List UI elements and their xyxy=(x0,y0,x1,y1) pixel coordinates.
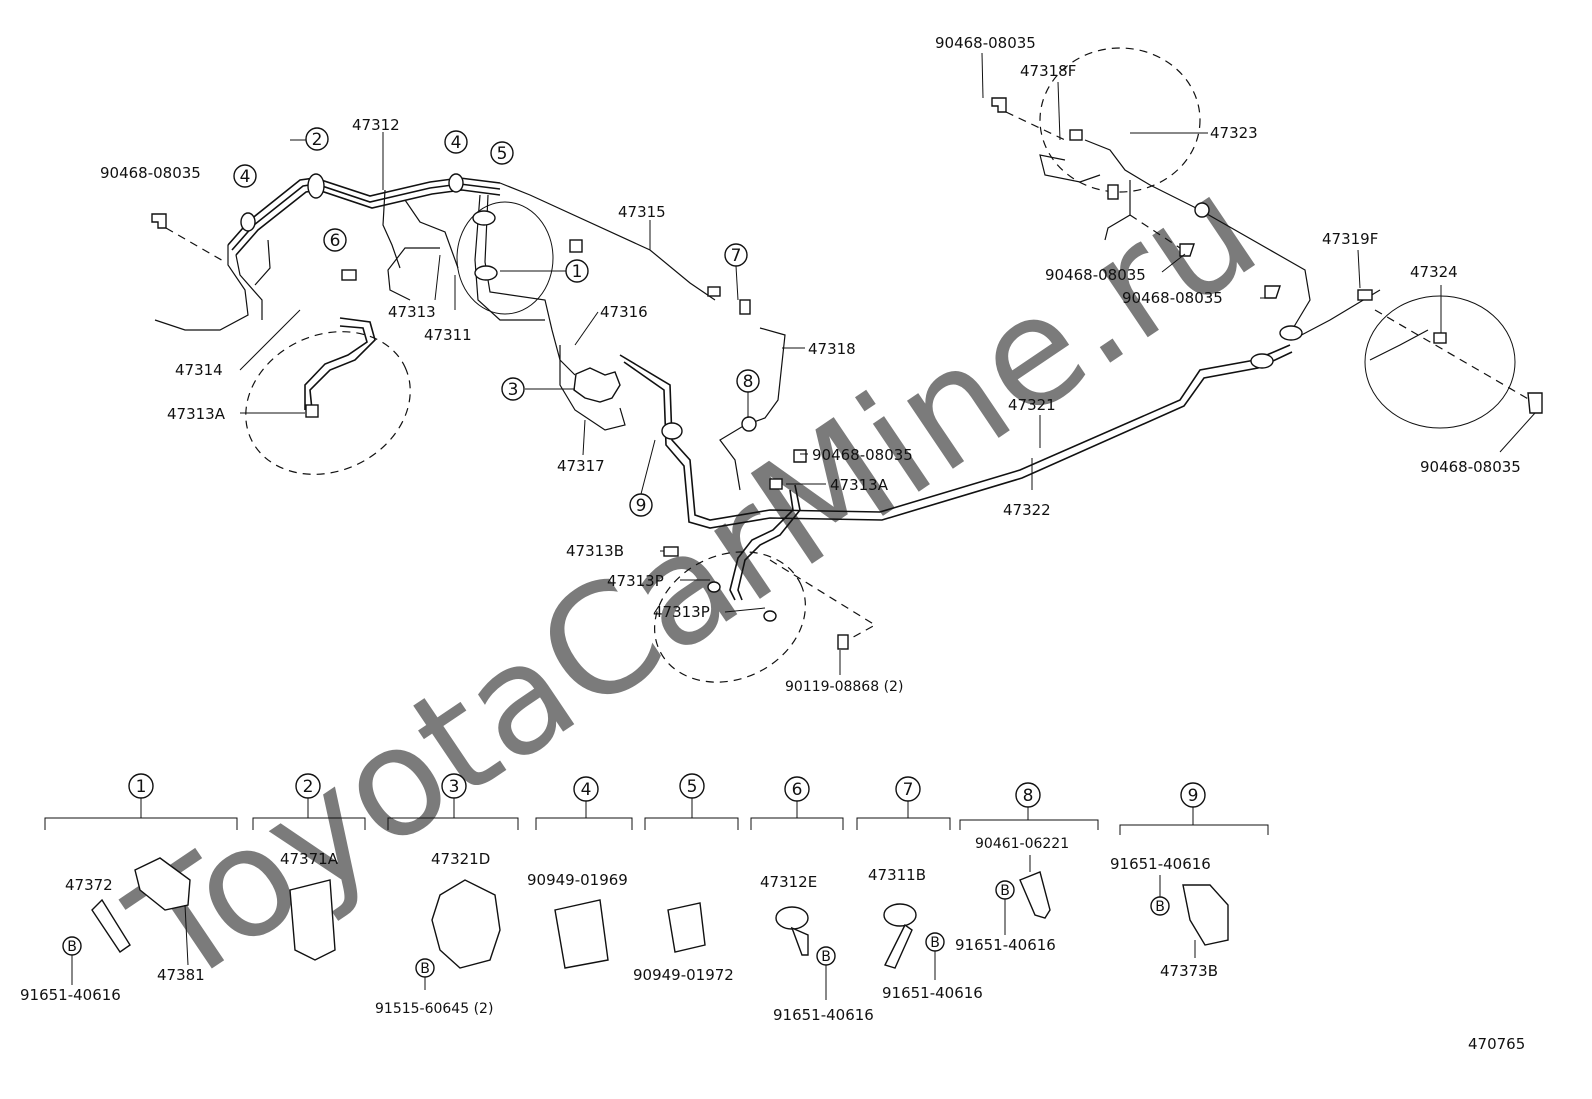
label-47313a-left: 47313A xyxy=(167,405,226,423)
label-47317: 47317 xyxy=(557,457,605,475)
part-91651-40616-g6: 91651-40616 xyxy=(773,1006,874,1024)
group-4-number: 4 xyxy=(581,780,592,800)
svg-text:1: 1 xyxy=(572,262,583,282)
part-90949-01972: 90949-01972 xyxy=(633,966,734,984)
svg-text:7: 7 xyxy=(731,246,742,266)
bolt-symbol-7: B xyxy=(930,935,940,951)
part-91515-60645: 91515-60645 (2) xyxy=(375,1001,493,1017)
label-47313a-right: 47313A xyxy=(830,476,889,494)
part-90949-01969: 90949-01969 xyxy=(527,871,628,889)
group-5-number: 5 xyxy=(687,777,698,797)
label-47316: 47316 xyxy=(600,303,648,321)
label-90468-08035-f: 90468-08035 xyxy=(1420,458,1521,476)
master-cylinder-booster xyxy=(456,201,554,315)
rear-left-drum xyxy=(1364,295,1516,429)
front-right-drum-outline xyxy=(654,551,806,683)
callout-4-upper-left: 4 xyxy=(233,164,257,188)
label-90468-08035-e: 90468-08035 xyxy=(1122,289,1223,307)
part-47321d: 47321D xyxy=(431,850,490,868)
label-47312: 47312 xyxy=(352,116,400,134)
svg-text:8: 8 xyxy=(743,372,754,392)
group-1-number: 1 xyxy=(136,777,147,797)
label-47319f: 47319F xyxy=(1322,230,1378,248)
group-9: 9 91651-40616 B 47373B xyxy=(1110,782,1269,980)
callout-1-upper: 1 xyxy=(565,259,589,283)
callout-4-upper-right: 4 xyxy=(444,130,468,154)
group-6-number: 6 xyxy=(792,780,803,800)
group-9-number: 9 xyxy=(1188,786,1199,806)
callout-7-upper: 7 xyxy=(724,243,748,267)
part-91651-40616-g7: 91651-40616 xyxy=(882,984,983,1002)
svg-text:5: 5 xyxy=(497,144,508,164)
callout-6-upper: 6 xyxy=(323,228,347,252)
callout-9-upper: 9 xyxy=(629,493,653,517)
dashed-leaders xyxy=(165,111,1531,641)
group-3: 3 47321D B 91515-60645 (2) xyxy=(375,773,519,1017)
callout-3-upper: 3 xyxy=(501,377,525,401)
parts-legend: 1 47372 47381 B 91651-40616 2 47371A 3 xyxy=(20,773,1269,1024)
label-47314: 47314 xyxy=(175,361,223,379)
group-7-number: 7 xyxy=(903,780,914,800)
svg-text:4: 4 xyxy=(240,167,251,187)
label-47311: 47311 xyxy=(424,326,472,344)
bolt-symbol-9: B xyxy=(1155,899,1165,915)
label-90468-08035-d: 90468-08035 xyxy=(1045,266,1146,284)
bolt-symbol-8: B xyxy=(1000,883,1010,899)
callout-5-upper: 5 xyxy=(490,141,514,165)
label-47313: 47313 xyxy=(388,303,436,321)
label-47315: 47315 xyxy=(618,203,666,221)
label-90119-08868: 90119-08868 (2) xyxy=(785,679,903,695)
part-labels: 90468-08035 47312 47315 47316 47313 4731… xyxy=(100,34,1521,695)
label-47321: 47321 xyxy=(1008,396,1056,414)
group-7: 7 47311B B 91651-40616 xyxy=(856,776,983,1002)
diagram-number: 470765 xyxy=(1468,1035,1525,1053)
label-90468-08035-b: 90468-08035 xyxy=(812,446,913,464)
group-1: 1 47372 47381 B 91651-40616 xyxy=(20,773,238,1004)
callout-2-upper: 2 xyxy=(305,127,329,151)
label-47323: 47323 xyxy=(1210,124,1258,142)
part-47381: 47381 xyxy=(157,966,205,984)
part-91651-40616-g9: 91651-40616 xyxy=(1110,855,1211,873)
part-47312e: 47312E xyxy=(760,873,817,891)
part-91651-40616-g1: 91651-40616 xyxy=(20,986,121,1004)
group-8-number: 8 xyxy=(1023,786,1034,806)
svg-text:4: 4 xyxy=(451,133,462,153)
svg-text:2: 2 xyxy=(312,130,323,150)
svg-text:9: 9 xyxy=(636,496,647,516)
leader-lines xyxy=(239,52,1536,675)
label-47322: 47322 xyxy=(1003,501,1051,519)
label-47318: 47318 xyxy=(808,340,856,358)
group-2: 2 47371A xyxy=(252,773,366,961)
fittings xyxy=(151,97,1543,650)
callout-markers: 2 4 4 5 6 1 7 3 8 9 xyxy=(233,127,760,517)
group-8: 8 90461-06221 B 91651-40616 xyxy=(955,782,1099,954)
part-47311b: 47311B xyxy=(868,866,926,884)
label-90468-08035-c: 90468-08035 xyxy=(935,34,1036,52)
part-47372: 47372 xyxy=(65,876,113,894)
bolt-symbol-3: B xyxy=(420,961,430,977)
group-6: 6 47312E B 91651-40616 xyxy=(750,776,874,1024)
svg-text:6: 6 xyxy=(330,231,341,251)
callout-8-upper: 8 xyxy=(736,369,760,393)
label-47313p-b: 47313P xyxy=(653,603,710,621)
label-47313p-a: 47313P xyxy=(607,572,664,590)
rear-right-drum-outline xyxy=(1039,47,1201,193)
part-91651-40616-g8: 91651-40616 xyxy=(955,936,1056,954)
svg-text:3: 3 xyxy=(508,380,519,400)
label-90468-08035-a: 90468-08035 xyxy=(100,164,201,182)
group-3-number: 3 xyxy=(449,777,460,797)
group-2-number: 2 xyxy=(303,777,314,797)
group-4: 4 90949-01969 xyxy=(527,776,633,969)
label-47313b: 47313B xyxy=(566,542,624,560)
bolt-symbol-6: B xyxy=(821,949,831,965)
front-left-drum-outline xyxy=(245,331,411,475)
group-5: 5 90949-01972 xyxy=(633,773,739,984)
bolt-symbol-1: B xyxy=(67,939,77,955)
label-47324: 47324 xyxy=(1410,263,1458,281)
part-47373b: 47373B xyxy=(1160,962,1218,980)
part-90461-06221: 90461-06221 xyxy=(975,836,1069,852)
label-47318f: 47318F xyxy=(1020,62,1076,80)
part-47371a: 47371A xyxy=(280,850,339,868)
